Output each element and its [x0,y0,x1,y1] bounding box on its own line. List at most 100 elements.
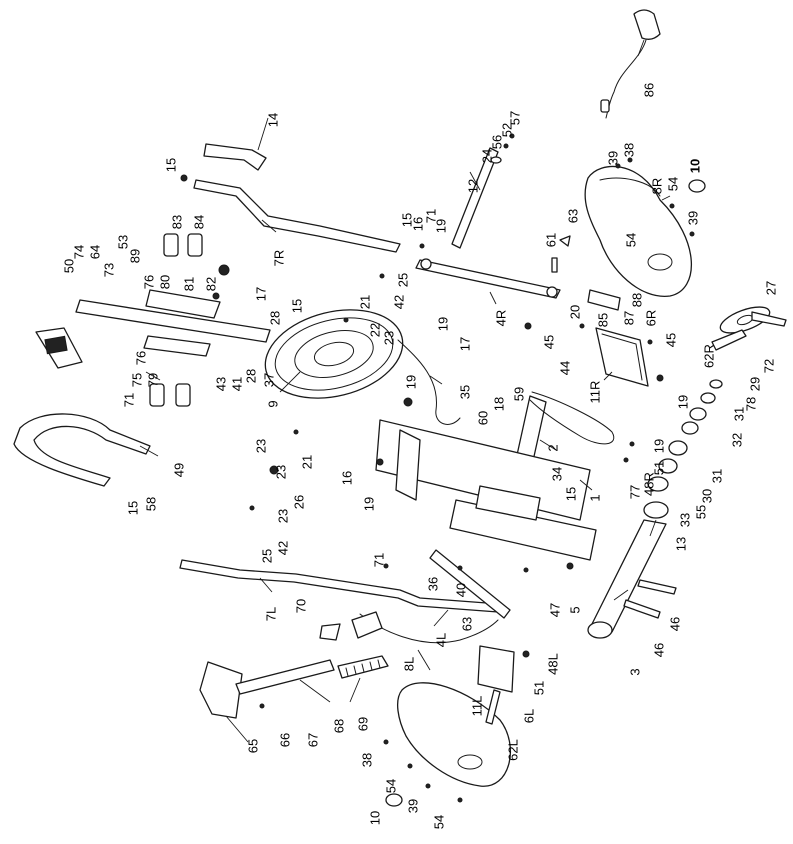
callout-28: 28 [267,311,282,325]
part-35-cable [397,339,461,425]
callout-67: 67 [305,733,320,747]
callout-1: 1 [587,494,602,501]
callout-42: 42 [391,295,406,309]
callout-71: 71 [121,393,136,407]
part-10-end-cap [688,179,706,193]
callout-4L: 4L [433,633,448,647]
callout-2: 2 [545,444,560,451]
callout-15: 15 [399,213,414,227]
part-49-handlebar [13,413,151,487]
callout-46: 46 [667,617,682,631]
callout-86: 86 [641,83,656,97]
callout-4R: 4R [493,310,508,327]
callout-51: 51 [651,461,666,475]
callout-62R: 62R [701,344,716,368]
callout-51: 51 [531,681,546,695]
callout-36: 36 [425,577,440,591]
callout-78: 78 [743,397,758,411]
part-11L-left-pedal [477,645,515,693]
callout-44: 44 [557,361,572,375]
callout-17: 17 [457,337,472,351]
callout-37: 37 [261,373,276,387]
callout-11R: 11R [587,381,602,404]
callout-38: 38 [621,143,636,157]
callout-54: 54 [623,233,638,247]
callout-40: 40 [453,583,468,597]
callout-39: 39 [685,211,700,225]
part-drawings [13,9,787,807]
callout-42: 42 [275,541,290,555]
part-7R-right-arm [193,179,401,253]
callout-8R: 8R [649,178,664,195]
callout-19: 19 [361,497,376,511]
callout-88: 88 [629,293,644,307]
callout-16: 16 [410,217,425,231]
callout-30: 30 [699,489,714,503]
part-1-main-frame [375,395,597,561]
callout-23: 23 [273,465,288,479]
callout-53: 53 [115,235,130,249]
part-62L-rod [485,689,501,725]
callout-15: 15 [563,487,578,501]
part-front-stabilizer [75,289,271,357]
callout-50: 50 [61,259,76,273]
callout-84: 84 [191,215,206,229]
part-85-bracket [587,289,621,311]
callout-71: 71 [371,553,386,567]
part-61-bolt [551,257,558,273]
part-12-rod [451,147,499,249]
callout-39: 39 [405,799,420,813]
callout-3: 3 [627,668,642,675]
callout-81: 81 [181,277,196,291]
callout-12: 12 [465,179,480,193]
callout-62L: 62L [505,739,520,761]
callout-52: 52 [499,123,514,137]
callout-56: 56 [489,135,504,149]
callout-39: 39 [605,151,620,165]
part-50-console [35,327,83,369]
callout-41: 41 [229,377,244,391]
callout-72: 72 [761,359,776,373]
callout-19: 19 [433,219,448,233]
callout-10: 10 [687,159,702,173]
callout-76: 76 [133,351,148,365]
callout-66: 66 [277,733,292,747]
callout-23: 23 [381,331,396,345]
callout-15: 15 [163,158,178,172]
callout-24: 24 [479,149,494,163]
callout-54: 54 [383,779,398,793]
callout-7L: 7L [263,607,278,621]
callout-60: 60 [475,411,490,425]
callout-76: 76 [141,275,156,289]
part-11R-right-pedal [595,327,649,387]
callout-23: 23 [275,509,290,523]
part-9-pedal-plate [264,309,404,399]
callout-16: 16 [339,471,354,485]
part-4L-left-link [429,549,511,619]
small-hardware [180,133,695,803]
callout-57: 57 [507,111,522,125]
part-72-crank [711,306,787,351]
callout-21: 21 [357,295,372,309]
callout-83: 83 [169,215,184,229]
part-65-seat [199,661,243,719]
callout-74: 74 [71,245,86,259]
callout-6R: 6R [643,310,658,327]
part-70-foot [319,623,341,641]
callout-25: 25 [259,549,274,563]
callout-58: 58 [143,497,158,511]
callout-87: 87 [621,311,636,325]
callout-77: 77 [627,485,642,499]
callout-26: 26 [291,495,306,509]
callout-89: 89 [127,249,142,263]
callout-7R: 7R [271,250,286,267]
part-68-seat-post [235,659,335,695]
callout-64: 64 [87,245,102,259]
part-10-end-cap-b [385,793,403,807]
callout-17: 17 [253,287,268,301]
callout-75: 75 [129,373,144,387]
callout-13: 13 [673,537,688,551]
callout-49: 49 [171,463,186,477]
callout-46: 46 [651,643,666,657]
